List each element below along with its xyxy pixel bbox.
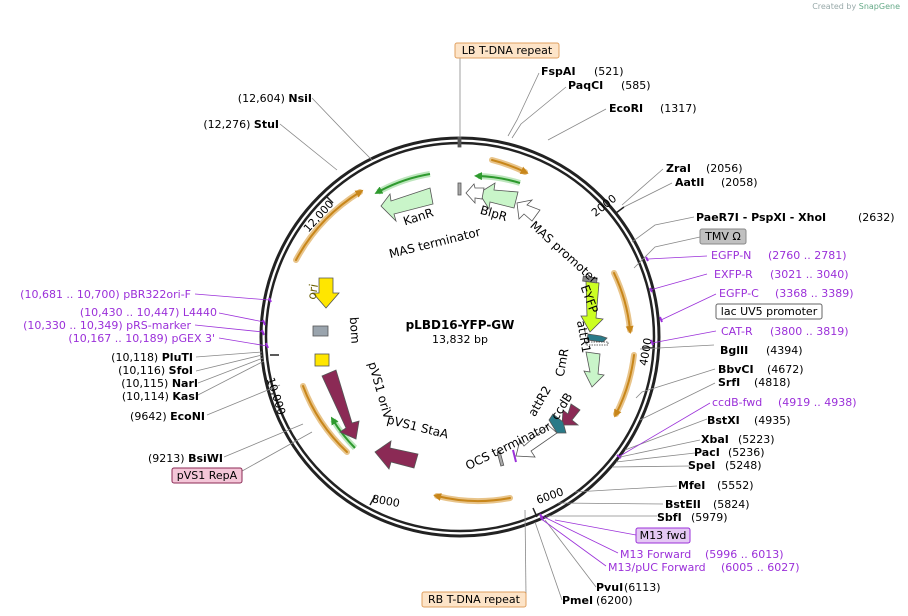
lb-inner-marker [457,182,462,196]
enzyme-nsii: (12,604) NsiI [238,92,312,105]
primer-m13-forward: M13 Forward(5996 .. 6013) [620,548,784,561]
label-pvs1-staa: pVS1 StaA [386,413,451,442]
label-ocs-terminator: OCS terminator [463,419,553,472]
m13fwd-box [635,527,691,544]
left-primer-labels: (10,681 .. 10,700) pBR322ori-F (10,430 .… [20,288,217,345]
right-enzyme-labels: FspAI(521) PaqCI(585) EcoRI(1317) ZraI(2… [541,65,895,607]
lb-repeat-label: LB T-DNA repeat [462,44,553,57]
tick-8000: 8000 [371,492,401,510]
orange-arcs [293,157,637,505]
pvs1-oriv-marker [314,353,330,367]
lac-box [715,303,823,320]
enzyme-bsiwi: (9213) BsiWI [148,452,223,465]
label-pvs1-oriv: pVS1 oriV [365,360,395,421]
left-enzyme-labels: (12,604) NsiI (12,276) StuI (10,118) Plu… [111,92,312,465]
repa-box [171,467,243,484]
tmv-label: TMV Ω [704,230,741,243]
enzyme-bstxi: BstXI(4935) [707,414,791,427]
right-primer-labels: EGFP-N(2760 .. 2781) EXFP-R(3021 .. 3040… [608,249,857,574]
enzyme-stui: (12,276) StuI [203,118,279,131]
ocs-terminator-arrow [515,424,558,458]
label-blpr: BlpR [479,203,509,224]
mas-promoter-arrow [516,199,541,222]
enzyme-paqci: PaqCI(585) [568,79,651,92]
enzyme-bsteii: BstEII(5824) [665,498,750,511]
primer-l4440: (10,430 .. 10,447) L4440 [80,306,217,319]
primer-prs-marker: (10,330 .. 10,349) pRS-marker [23,319,191,332]
enzyme-sfoi: (10,116) SfoI [118,364,193,377]
primer-leader-lines [194,255,717,567]
blpr-small-arrow [465,183,485,205]
eyfp-cap [582,275,598,284]
primer-pgex-3: (10,167 .. 10,189) pGEX 3' [68,332,215,345]
enzyme-fspai: FspAI(521) [541,65,624,78]
plasmid-name: pLBD16-YFP-GW [406,318,515,332]
attr2-arrow [548,413,567,434]
label-ori: ori [305,283,321,301]
lac-label: lac UV5 promoter [721,305,818,318]
lb-repeat-marker [457,136,462,148]
cmr-arrow [583,351,605,388]
green-arcs [330,171,521,451]
primer-exfp-r: EXFP-R(3021 .. 3040) [714,268,849,281]
eyfp-arrow [580,280,604,333]
enzyme-mfei: MfeI(5552) [678,479,754,492]
enzyme-aatii: AatII(2058) [675,176,758,189]
primer-egfp-c: EGFP-C(3368 .. 3389) [719,287,854,300]
attr1-arrow [586,333,608,343]
kanr-arrow [380,187,434,223]
enzyme-paci: PacI(5236) [694,446,765,459]
ori-arrow [312,277,340,309]
label-mas-terminator: MAS terminator [388,225,482,261]
pvs1-staa-arrow [374,440,419,470]
feature-arrows [312,136,609,470]
tmv-box [699,228,747,245]
enzyme-pvui: PvuI(6113) [596,581,661,594]
credit-prefix: Created by [812,2,857,11]
snapgene-logo: SnapGene [858,2,900,11]
primer-pbr322ori-f: (10,681 .. 10,700) pBR322ori-F [20,288,191,301]
attr1-hatch [585,341,609,346]
enzyme-xhoi-group: PaeR7I - PspXI - XhoI(2632) [696,211,895,224]
credit: Created by SnapGene [812,2,900,11]
plasmid-size: 13,832 bp [432,333,488,346]
enzyme-bglii: BglII(4394) [720,344,803,357]
rb-repeat-box [421,591,527,608]
primer-marks [261,256,663,521]
leader-lines [195,58,716,601]
ccdb-arrow [561,403,581,426]
enzyme-ecori: EcoRI(1317) [609,102,697,115]
label-attr1: attR1 [574,319,593,354]
enzyme-zrai: ZraI(2056) [666,162,743,175]
enzyme-pmei: PmeI(6200) [562,594,633,607]
rb-repeat-marker [496,451,505,467]
pvs1-oriv-arrow [321,369,360,440]
enzyme-spei: SpeI(5248) [688,459,762,472]
enzyme-sbfi: SbfI(5979) [657,511,728,524]
tick-10000: 10,000 [264,376,288,417]
bom-marker [312,325,329,337]
enzyme-kasi: (10,114) KasI [122,390,199,403]
boxed-labels: LB T-DNA repeat RB T-DNA repeat TMV Ω la… [171,42,823,608]
lb-repeat-box [454,42,560,59]
enzyme-bbvci: BbvCI(4672) [718,363,804,376]
enzyme-xbai: XbaI(5223) [701,433,775,446]
primer-ccdb-fwd: ccdB-fwd(4919 .. 4938) [712,396,857,409]
blpr-arrow [478,182,519,211]
m13fwd-label: M13 fwd [640,529,687,542]
enzyme-pluti: (10,118) PluTI [111,351,193,364]
enzyme-srfi: SrfI(4818) [718,376,791,389]
primer-egfp-n: EGFP-N(2760 .. 2781) [711,249,847,262]
enzyme-econi: (9642) EcoNI [130,410,205,423]
rb-repeat-label: RB T-DNA repeat [428,593,521,606]
primer-cat-r: CAT-R(3800 .. 3819) [721,325,849,338]
label-cmr: CmR [553,347,572,377]
primer-m13-puc-forward: M13/pUC Forward(6005 .. 6027) [608,561,800,574]
enzyme-nari: (10,115) NarI [121,377,198,390]
label-mas-promoter: MAS promoter [527,218,600,286]
label-bom: bom [347,317,363,345]
repa-label: pVS1 RepA [177,469,238,482]
tick-4000: 4000 [637,337,655,367]
